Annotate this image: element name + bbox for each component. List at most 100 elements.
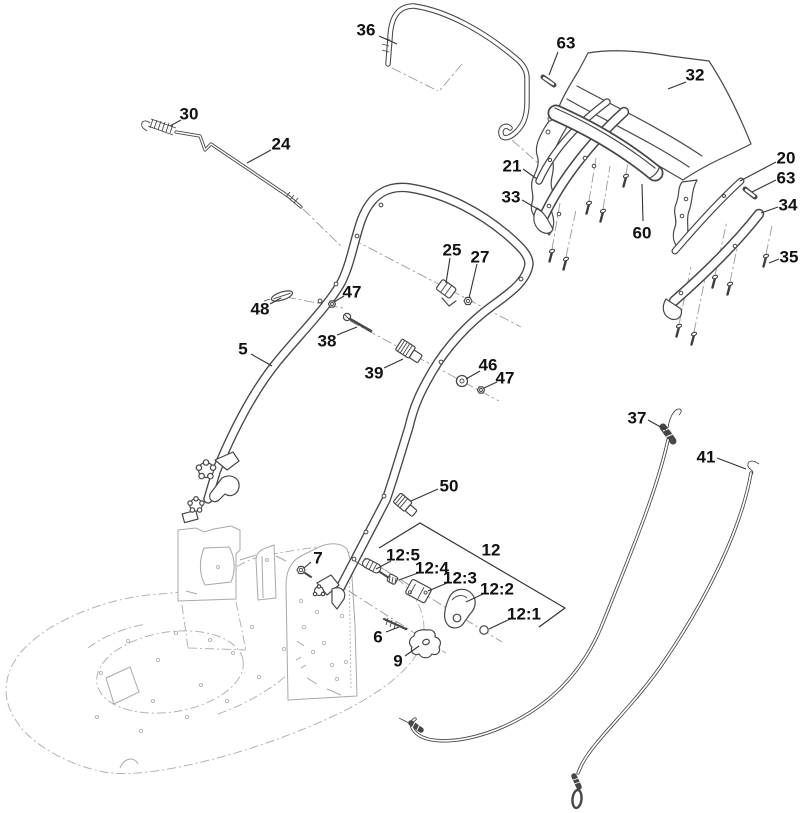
cable-37	[398, 408, 682, 743]
callout-36: 36	[357, 21, 376, 40]
leader-line-63-right	[751, 179, 777, 193]
callout-46: 46	[479, 356, 498, 375]
cover-screws	[548, 173, 770, 346]
clip-48	[263, 290, 294, 302]
leader-line-24	[246, 149, 272, 164]
pin-63-right	[742, 186, 758, 200]
leader-line-33	[521, 199, 542, 212]
upper-cover-assembly	[530, 50, 770, 346]
callout-24: 24	[272, 135, 291, 154]
right-rail-20	[671, 177, 745, 255]
bracket-12-3	[405, 578, 432, 604]
callout-12: 12	[482, 541, 501, 560]
nut-27	[463, 296, 473, 306]
callout-37: 37	[628, 409, 647, 428]
callout-20: 20	[777, 149, 796, 168]
callout-35: 35	[780, 248, 799, 267]
handle-tube	[203, 182, 534, 599]
leader-line-39	[383, 358, 404, 369]
mid-mount-bracket	[239, 544, 287, 601]
bolt-38	[342, 312, 373, 333]
washer-46	[455, 374, 469, 388]
cover-left-arm	[530, 106, 570, 236]
leader-line-32	[667, 81, 687, 90]
deck-bolt-holes	[94, 624, 287, 734]
callout-7: 7	[313, 549, 322, 568]
connector-50	[393, 492, 418, 517]
callout-27: 27	[471, 248, 490, 267]
group-bracket-12	[378, 522, 567, 628]
brake-rod	[174, 130, 303, 209]
leader-line-7	[303, 561, 312, 569]
leader-line-36	[378, 35, 398, 45]
left-mount-plate	[177, 525, 247, 651]
deck-detail-plate	[105, 666, 140, 705]
leader-line-41	[716, 457, 747, 470]
leader-line-5	[250, 353, 273, 367]
callout-63-left: 63	[557, 34, 576, 53]
nut-47-lower	[476, 386, 486, 394]
callout-33: 33	[502, 188, 521, 207]
pin-63-left	[540, 74, 557, 88]
leader-line-38	[336, 326, 358, 336]
callout-50: 50	[440, 477, 459, 496]
leader-line-37	[647, 419, 667, 431]
grip-60	[547, 104, 664, 182]
leader-line-25	[445, 257, 451, 284]
callout-34: 34	[779, 196, 798, 215]
left-handle-clamp	[181, 451, 240, 524]
callout-12-4: 12:4	[415, 559, 450, 578]
leader-line-47-upper	[333, 295, 345, 303]
leader-line-12-1	[488, 618, 511, 630]
callout-48: 48	[251, 300, 270, 319]
leader-line-6	[385, 626, 400, 633]
group-bracket-line-12	[378, 522, 567, 628]
callout-32: 32	[686, 66, 705, 85]
leader-line-35	[768, 258, 780, 264]
callout-5: 5	[238, 340, 247, 359]
leader-line-30	[169, 119, 182, 127]
callout-9: 9	[393, 652, 402, 671]
connector-39	[395, 338, 423, 364]
plug-25	[435, 279, 457, 307]
right-rail-34	[662, 208, 765, 321]
callout-12-5: 12:5	[386, 546, 420, 565]
callout-12-1: 12:1	[507, 605, 541, 624]
callout-25: 25	[443, 241, 462, 260]
callout-21: 21	[503, 157, 522, 176]
cover-right-arm	[672, 179, 698, 250]
leader-line-20	[739, 161, 777, 182]
callout-12-2: 12:2	[480, 580, 514, 599]
leader-line-50	[410, 488, 439, 502]
cap-12-1	[479, 625, 489, 635]
leader-line-46	[465, 370, 481, 380]
bolt-6	[382, 617, 408, 631]
bolt-7	[296, 565, 312, 578]
callout-47-lower: 47	[496, 369, 515, 388]
leader-line-12-5	[375, 560, 392, 570]
bail-control-arm	[381, 3, 530, 141]
callout-12-3: 12:3	[443, 569, 477, 588]
cable-41	[571, 460, 760, 810]
leader-line-21	[522, 168, 538, 180]
callout-47-upper: 47	[343, 283, 362, 302]
mower-deck-phantom	[5, 547, 425, 774]
lever-12-2	[444, 588, 476, 629]
right-handle-clamp	[312, 574, 346, 610]
callout-30: 30	[180, 105, 199, 124]
spring	[141, 118, 177, 136]
left-rail-33	[533, 106, 630, 234]
callout-38: 38	[318, 332, 337, 351]
tube-holes	[317, 202, 524, 562]
leader-line-12-4	[398, 572, 419, 581]
leader-line-12-2	[465, 593, 484, 603]
ferrule-12-4	[386, 573, 399, 585]
leader-line-63-left	[548, 51, 559, 76]
nut-47-upper	[327, 300, 337, 308]
leader-line-48	[269, 297, 282, 305]
pin-12-5	[354, 558, 390, 579]
blade-housing-circle	[96, 630, 244, 714]
leader-line-60	[641, 183, 644, 222]
